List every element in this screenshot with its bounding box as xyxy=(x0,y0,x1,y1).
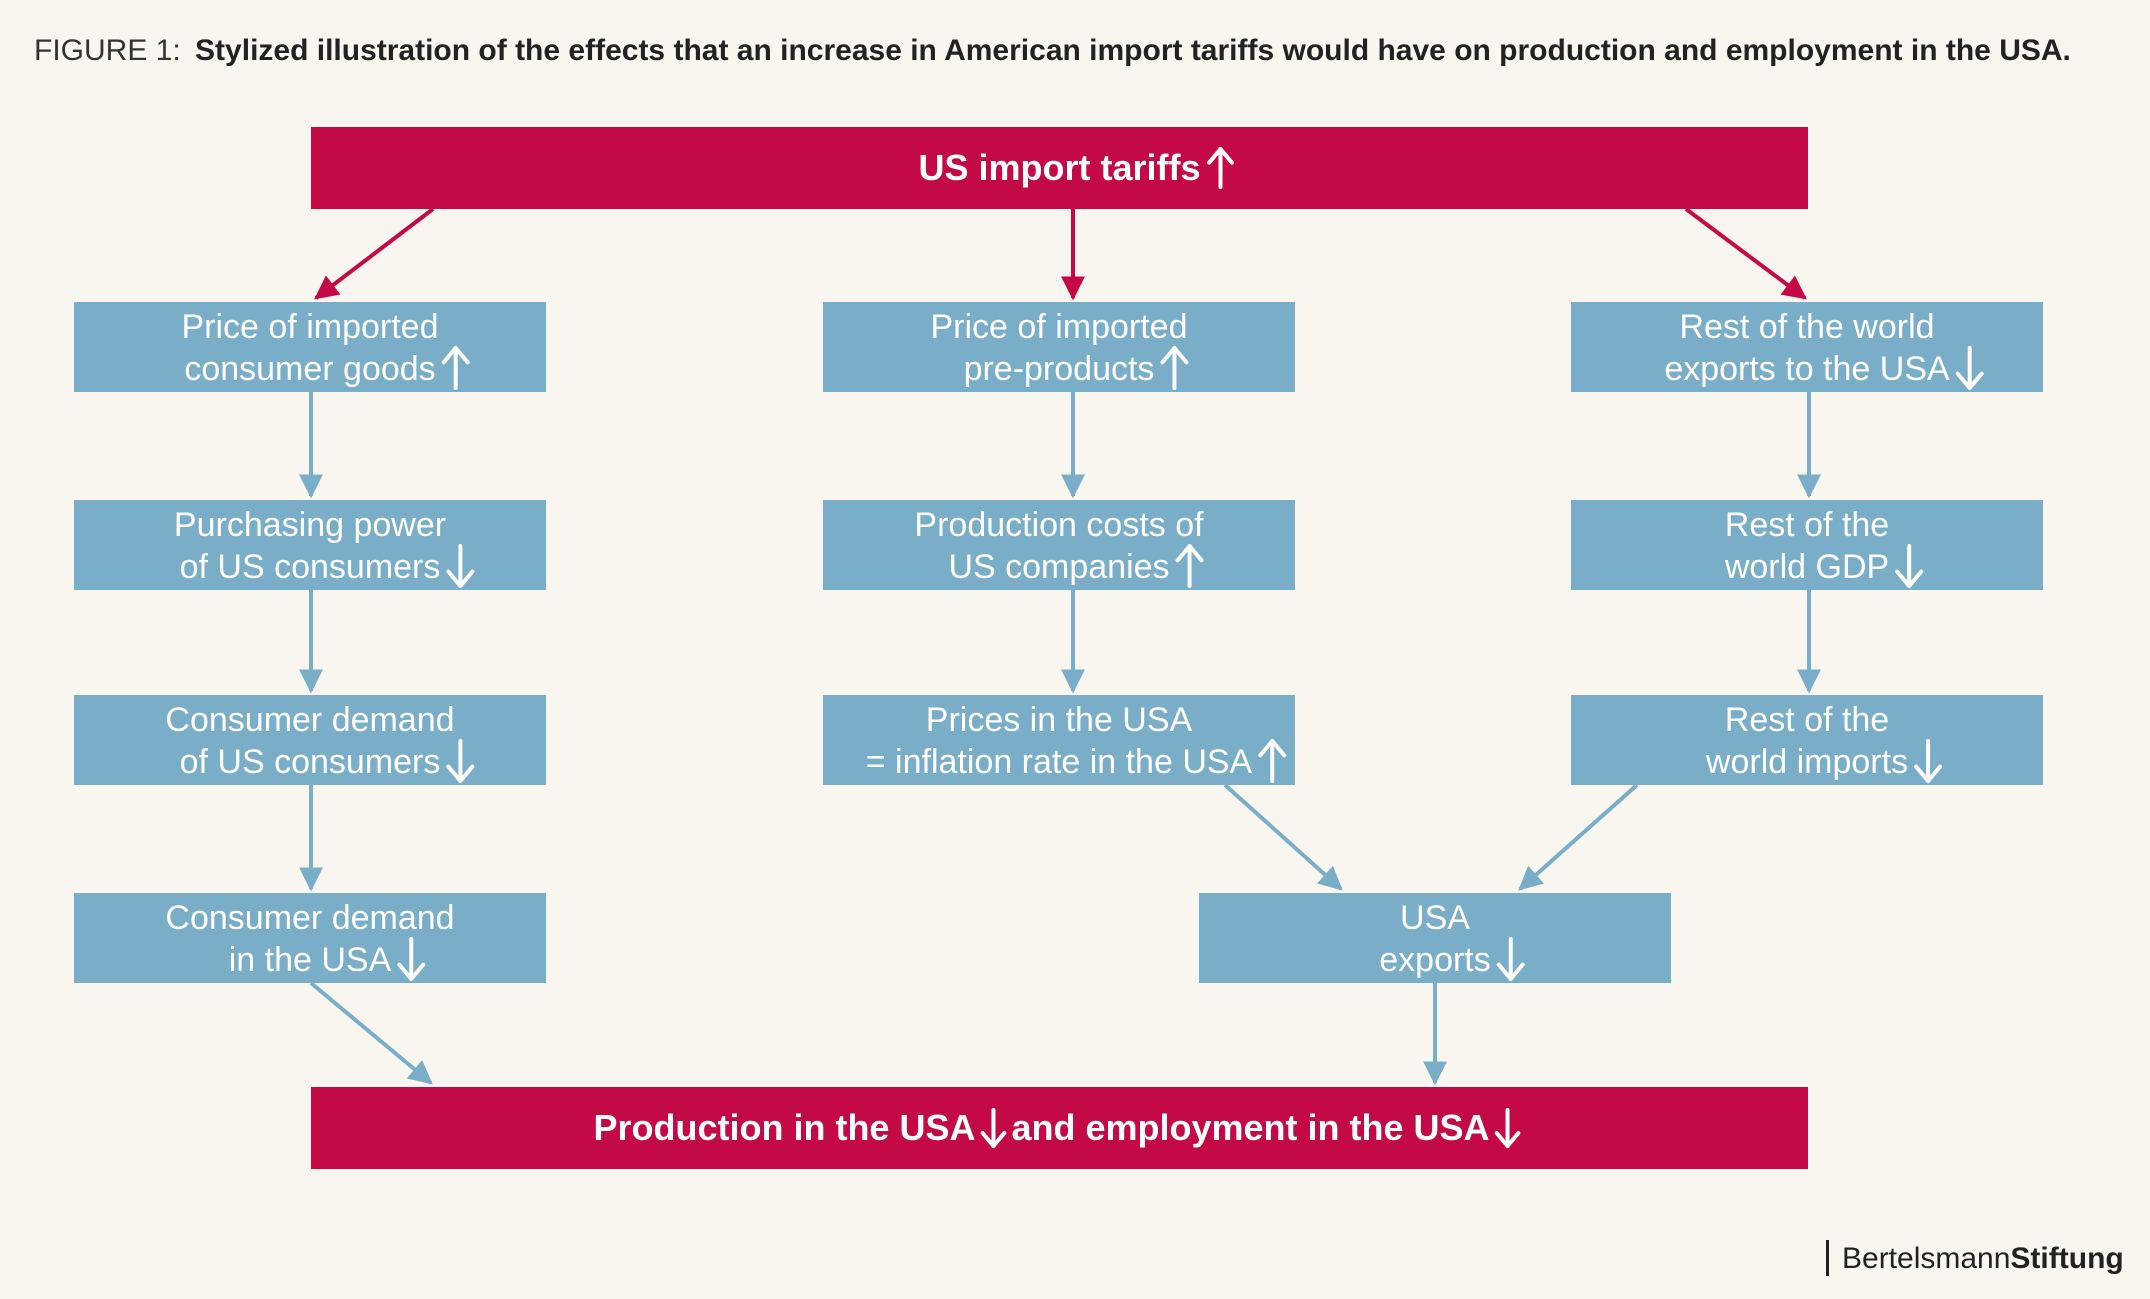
caption-prefix: FIGURE 1: xyxy=(34,34,181,67)
arrow-up-icon xyxy=(1207,147,1234,189)
node-row-imports-line-2: world imports xyxy=(1705,743,1908,781)
arrow-up-icon xyxy=(1160,346,1189,390)
node-purchasing-power-line-2: of US consumers xyxy=(180,548,441,586)
arrow-up-icon xyxy=(441,346,470,390)
edge-row-imports-to-usa-exports xyxy=(1518,783,1639,891)
node-price-pre-products: Price of imported pre-products xyxy=(823,302,1295,392)
node-row-gdp: Rest of the world GDP xyxy=(1571,500,2043,590)
node-usa-exports: USA exports xyxy=(1199,893,1671,983)
node-consumer-demand-usa: Consumer demand in the USA xyxy=(74,893,546,983)
logo-bold-part: Stiftung xyxy=(2010,1242,2123,1275)
node-price-consumer-goods-box xyxy=(74,302,546,392)
arrow-down-icon xyxy=(1895,544,1924,588)
node-consumer-demand-usa-line-1: Consumer demand xyxy=(165,899,454,937)
node-consumer-demand-usa-line-2: in the USA xyxy=(229,941,392,979)
edges-layer xyxy=(299,207,1821,1086)
caption-title: Stylized illustration of the effects tha… xyxy=(195,34,2071,67)
node-price-pre-products-box xyxy=(823,302,1295,392)
node-row-gdp-line-1: Rest of the xyxy=(1725,506,1889,544)
edge-tariffs-to-price-consumer-goods xyxy=(314,207,435,300)
logo-text: BertelsmannStiftung xyxy=(1842,1242,2124,1275)
node-usa-exports-box xyxy=(1199,893,1671,983)
node-prices-usa-box xyxy=(823,695,1295,785)
figure-caption: FIGURE 1: Stylized illustration of the e… xyxy=(34,34,2071,67)
node-tariffs-box xyxy=(311,127,1808,209)
arrow-down-icon xyxy=(1494,1108,1521,1148)
edge-prices-usa-to-usa-exports xyxy=(1223,783,1343,891)
node-row-exports: Rest of the world exports to the USA xyxy=(1571,302,2043,392)
node-production: Production in the USA and employment in t… xyxy=(311,1087,1808,1169)
node-row-imports-box xyxy=(1571,695,2043,785)
edge-consumer-demand-usa-to-production xyxy=(309,981,433,1085)
node-row-imports: Rest of the world imports xyxy=(1571,695,2043,785)
arrow-down-icon xyxy=(1955,346,1984,390)
arrow-down-icon xyxy=(397,937,426,981)
node-prices-usa-line-1: Prices in the USA xyxy=(926,701,1193,739)
arrow-down-icon xyxy=(980,1108,1007,1148)
production-part1: Production in the USA xyxy=(593,1107,975,1148)
arrow-down-icon xyxy=(1496,937,1525,981)
arrow-down-icon xyxy=(446,739,475,783)
node-price-pre-products-line-2: pre-products xyxy=(964,350,1155,388)
node-row-imports-line-1: Rest of the xyxy=(1725,701,1889,739)
bertelsmann-stiftung-logo: BertelsmannStiftung xyxy=(1826,1240,2124,1276)
node-production-costs-line-1: Production costs of xyxy=(914,506,1204,544)
node-production-box xyxy=(311,1087,1808,1169)
node-price-consumer-goods-line-1: Price of imported xyxy=(182,308,439,346)
node-consumer-demand-usa-box xyxy=(74,893,546,983)
node-consumer-demand-us-consumers-line-1: Consumer demand xyxy=(165,701,454,739)
node-row-gdp-line-2: world GDP xyxy=(1724,548,1889,586)
node-price-consumer-goods: Price of imported consumer goods xyxy=(74,302,546,392)
node-production-costs-line-2: US companies xyxy=(948,548,1169,586)
node-row-exports-line-2: exports to the USA xyxy=(1664,350,1950,388)
node-purchasing-power: Purchasing power of US consumers xyxy=(74,500,546,590)
logo-bar xyxy=(1826,1240,1829,1276)
arrow-down-icon xyxy=(446,544,475,588)
node-tariffs-line-1: US import tariffs xyxy=(918,147,1200,188)
production-part2: and employment in the USA xyxy=(1011,1107,1489,1148)
node-production-costs-box xyxy=(823,500,1295,590)
node-price-consumer-goods-line-2: consumer goods xyxy=(184,350,435,388)
node-row-exports-line-1: Rest of the world xyxy=(1679,308,1934,346)
node-row-exports-box xyxy=(1571,302,2043,392)
node-purchasing-power-line-1: Purchasing power xyxy=(174,506,446,544)
node-prices-usa-line-2: = inflation rate in the USA xyxy=(866,743,1253,781)
node-tariffs: US import tariffs xyxy=(311,127,1808,209)
arrow-up-icon xyxy=(1175,544,1204,588)
arrow-up-icon xyxy=(1258,739,1287,783)
node-prices-usa: Prices in the USA = inflation rate in the… xyxy=(823,695,1295,785)
node-consumer-demand-us-consumers: Consumer demand of US consumers xyxy=(74,695,546,785)
node-usa-exports-line-2: exports xyxy=(1379,941,1491,979)
edge-tariffs-to-row-exports xyxy=(1684,207,1807,300)
node-consumer-demand-us-consumers-line-2: of US consumers xyxy=(180,743,441,781)
node-production-text: Production in the USA xyxy=(593,1107,975,1148)
logo-light-part: Bertelsmann xyxy=(1842,1242,2010,1275)
arrow-down-icon xyxy=(1914,739,1943,783)
node-row-gdp-box xyxy=(1571,500,2043,590)
node-production-costs: Production costs of US companies xyxy=(823,500,1295,590)
node-price-pre-products-line-1: Price of imported xyxy=(931,308,1188,346)
node-usa-exports-line-1: USA xyxy=(1400,899,1470,937)
